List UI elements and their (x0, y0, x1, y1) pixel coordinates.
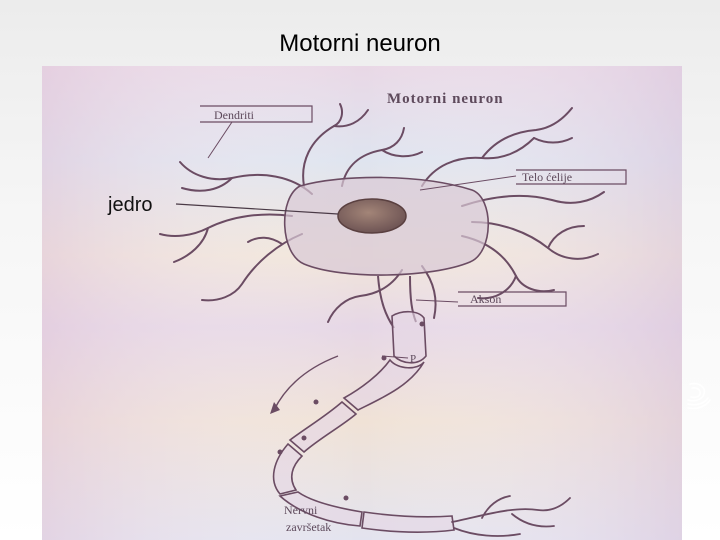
nodes-of-ranvier (277, 321, 425, 501)
slide-title: Motorni neuron (279, 30, 441, 57)
neuron-figure: Motorni neuron Dendriti (42, 66, 682, 540)
node-pointer (381, 355, 409, 359)
figure-heading: Motorni neuron (387, 91, 504, 107)
dendrites-label: Dendriti (200, 105, 313, 159)
swirl-icon (687, 382, 711, 410)
neuron-diagram: Motorni neuron Dendriti (42, 66, 682, 540)
node-marker-label: P (410, 353, 416, 365)
nucleus-label: jedro (108, 194, 153, 216)
axon-label-text: Akson (470, 292, 501, 306)
myelin-sheath (272, 310, 455, 533)
conduction-arrowhead (270, 402, 280, 414)
conduction-arrow (273, 355, 339, 411)
nerve-ending (451, 495, 571, 537)
nucleus (337, 198, 407, 234)
axon-label: Akson (415, 291, 567, 307)
cell-body-label: Telo ćelije (419, 169, 627, 191)
nerve-ending-label-line1: Nervni (284, 503, 318, 517)
paper-tint (42, 66, 682, 540)
dendrites-label-text: Dendriti (214, 108, 255, 122)
cell-body-label-text: Telo ćelije (522, 170, 572, 184)
nucleus-pointer (175, 203, 339, 215)
dendrites (159, 103, 605, 323)
nerve-ending-label-line2: završetak (286, 520, 331, 534)
